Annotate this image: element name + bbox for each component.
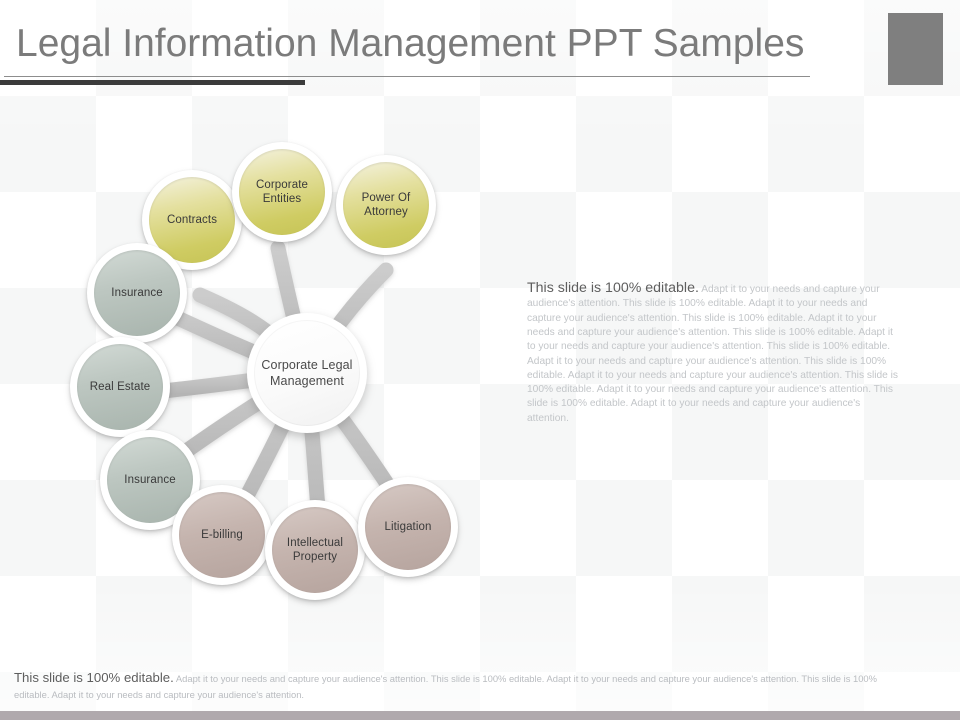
footer-accent-bar (0, 711, 960, 720)
node-contracts-disc: Contracts (149, 177, 235, 263)
node-insurance-bottom-label: Insurance (124, 473, 176, 486)
footer-text-lead: This slide is 100% editable. (14, 670, 174, 685)
node-litigation-disc: Litigation (365, 484, 451, 570)
footer-text-block: This slide is 100% editable. Adapt it to… (14, 668, 914, 703)
node-insurance-top-label: Insurance (111, 286, 163, 299)
node-ebilling-disc: E-billing (179, 492, 265, 578)
node-corporate-entities-disc: Corporate Entities (239, 149, 325, 235)
node-power-of-attorney[interactable]: Power Of Attorney (336, 155, 436, 255)
node-real-estate-label: Real Estate (89, 380, 151, 393)
node-hub-corporate-legal-management[interactable]: Corporate Legal Management (247, 313, 367, 433)
node-real-estate-disc: Real Estate (77, 344, 163, 430)
node-contracts[interactable]: Contracts (142, 170, 242, 270)
node-contracts-label: Contracts (166, 213, 218, 226)
title-underline-thick (0, 80, 305, 85)
body-text-lead: This slide is 100% editable. (527, 280, 699, 296)
node-litigation-label: Litigation (384, 520, 432, 533)
node-litigation[interactable]: Litigation (358, 477, 458, 577)
node-hub-disc: Corporate Legal Management (254, 320, 360, 426)
node-insurance-top[interactable]: Insurance (87, 243, 187, 343)
pinwheel-diagram: Contracts Corporate Entities Power Of At… (40, 100, 520, 640)
node-power-of-attorney-disc: Power Of Attorney (343, 162, 429, 248)
slide-header: Legal Information Management PPT Samples (0, 0, 960, 92)
page-title: Legal Information Management PPT Samples (16, 22, 805, 65)
node-intellectual-property[interactable]: Intellectual Property (265, 500, 365, 600)
body-text-rest: Adapt it to your needs and capture your … (527, 284, 899, 424)
node-intellectual-property-disc: Intellectual Property (272, 507, 358, 593)
node-power-of-attorney-label: Power Of Attorney (361, 191, 411, 218)
node-insurance-top-disc: Insurance (94, 250, 180, 336)
node-real-estate[interactable]: Real Estate (70, 337, 170, 437)
header-accent-box (888, 13, 943, 85)
node-ebilling-label: E-billing (201, 528, 243, 541)
body-text-block: This slide is 100% editable. Adapt it to… (527, 279, 900, 426)
title-underline-thin (4, 76, 810, 77)
node-intellectual-property-label: Intellectual Property (286, 536, 344, 563)
node-corporate-entities-label: Corporate Entities (255, 178, 309, 205)
node-corporate-entities[interactable]: Corporate Entities (232, 142, 332, 242)
node-hub-label: Corporate Legal Management (261, 357, 353, 388)
footer-text-rest: Adapt it to your needs and capture your … (14, 673, 877, 701)
node-ebilling[interactable]: E-billing (172, 485, 272, 585)
